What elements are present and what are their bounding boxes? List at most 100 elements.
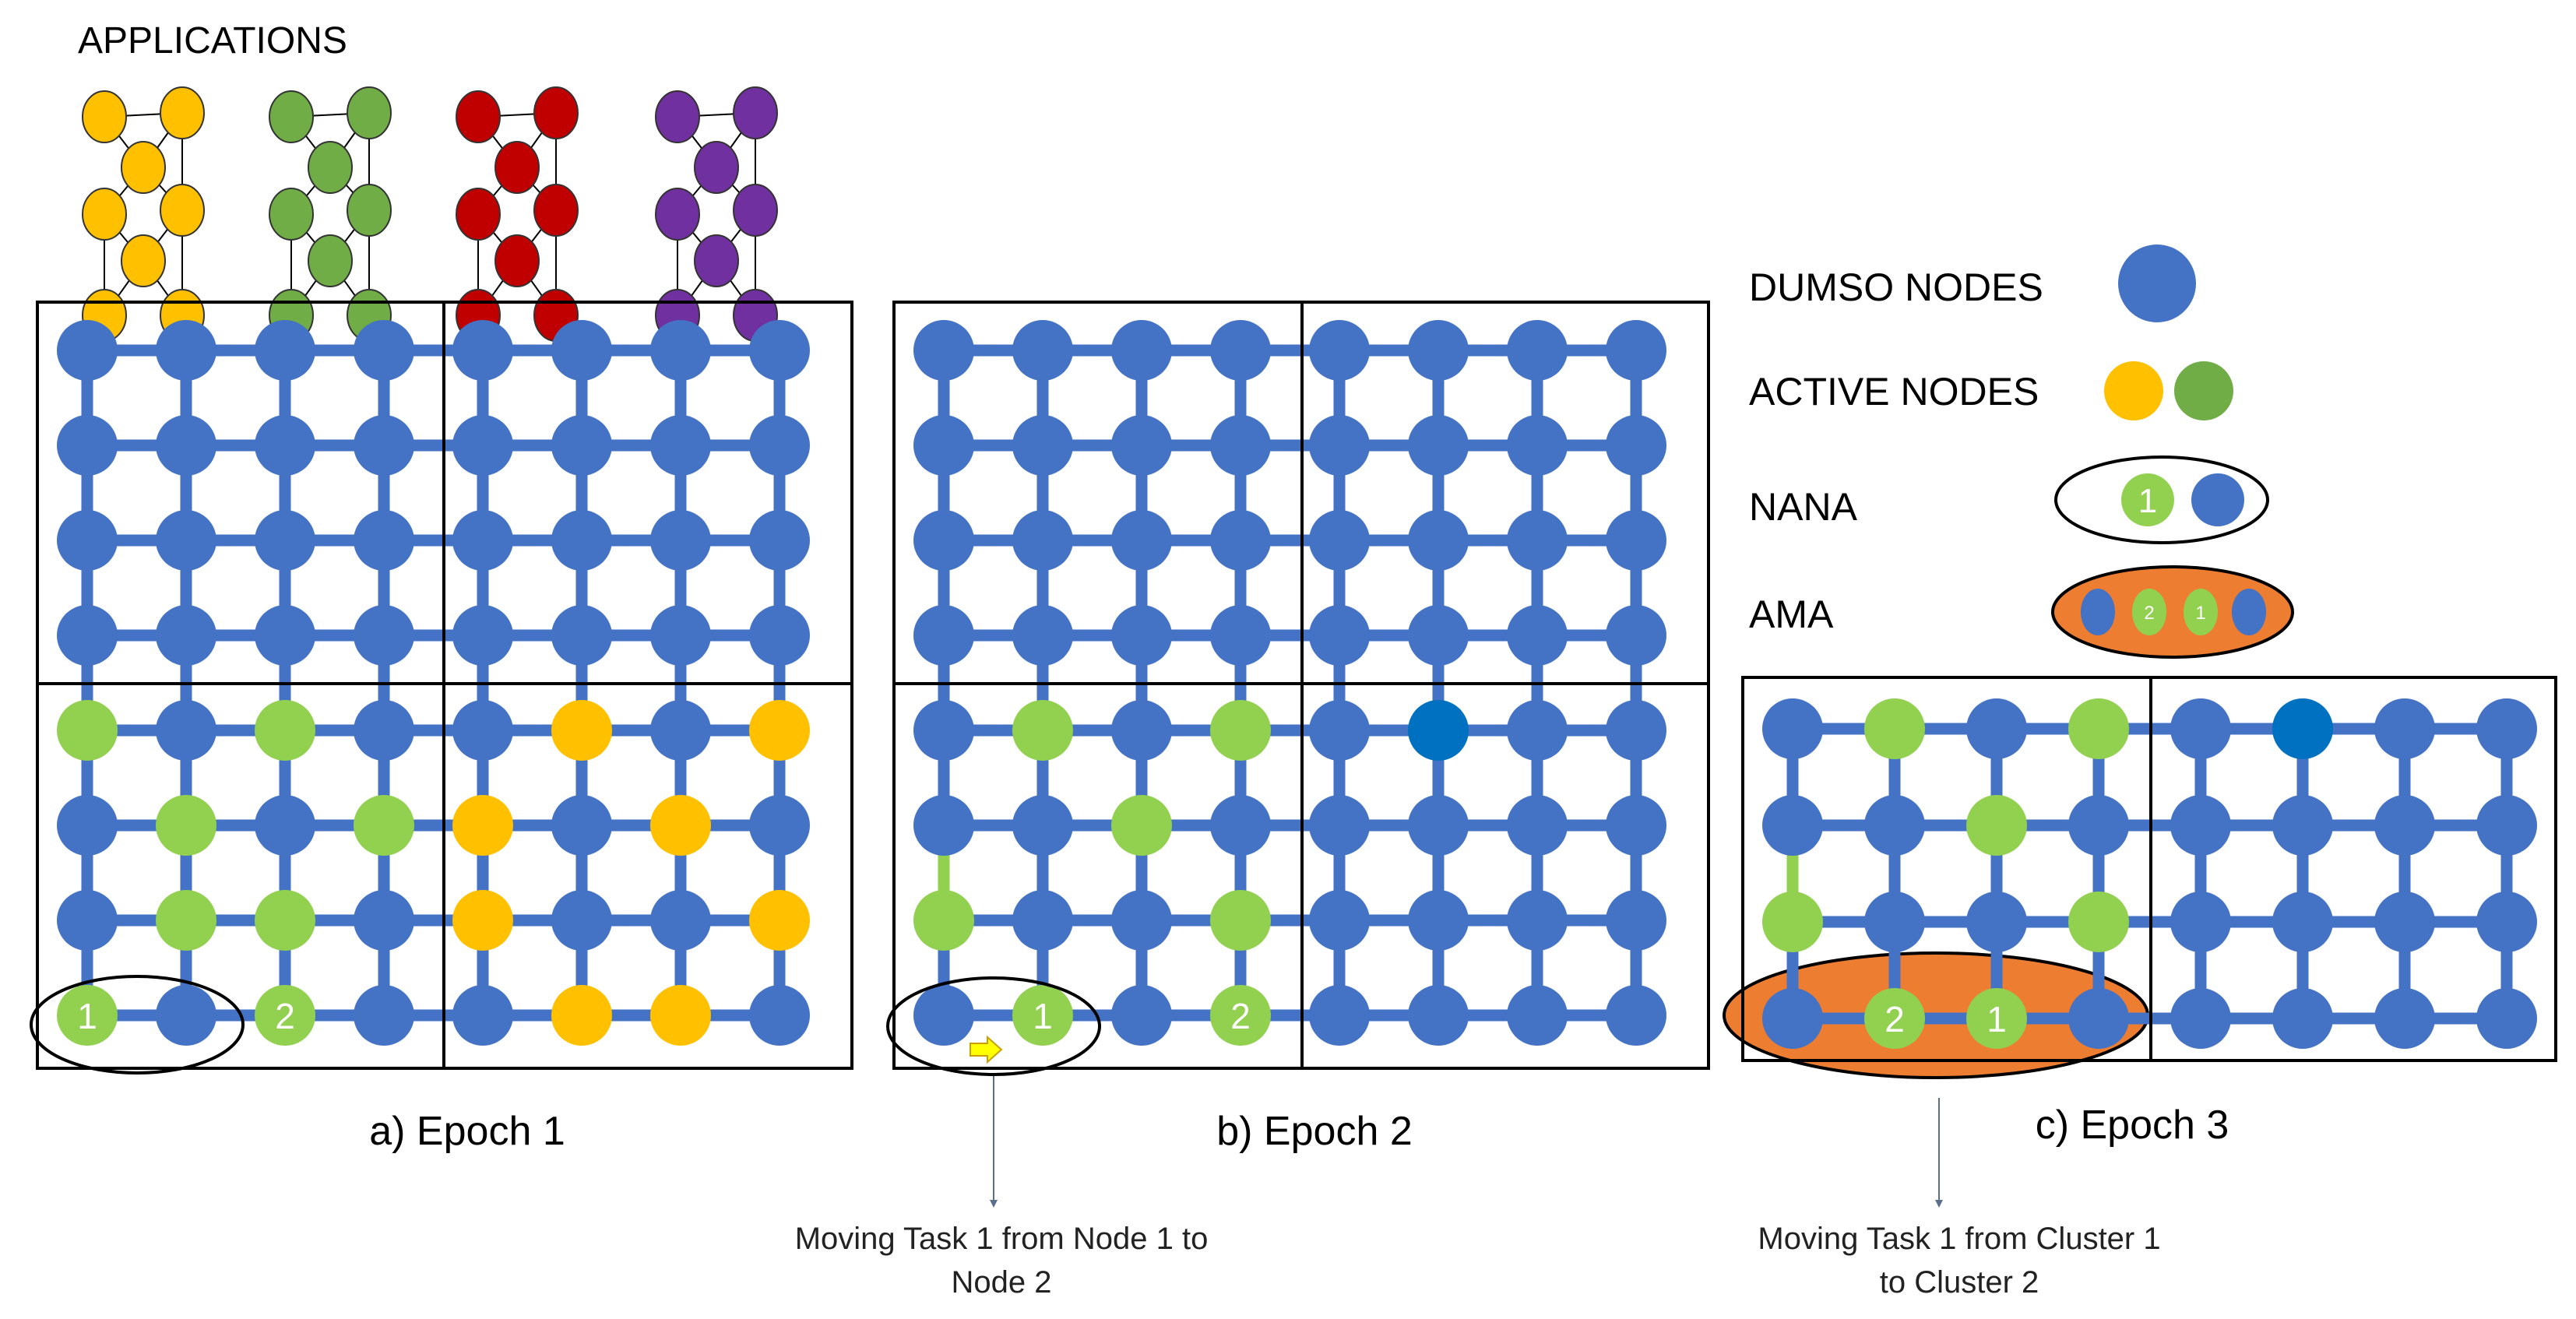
dumso-node [452, 510, 513, 571]
dumso-node [1111, 890, 1172, 951]
active-node [749, 700, 810, 761]
dumso-node [57, 795, 118, 856]
dumso-node [2068, 795, 2129, 856]
dumso-node [57, 510, 118, 571]
dumso-node [749, 320, 810, 381]
nana-ellipse [886, 976, 1101, 1076]
dumso-node [1408, 890, 1469, 951]
active-node [1864, 988, 1925, 1049]
active-node [1864, 698, 1925, 759]
dumso-node [1966, 892, 2027, 952]
dumso-node [1309, 510, 1370, 571]
application-task-node [494, 141, 540, 194]
active-node [156, 890, 216, 951]
dumso-node [1606, 985, 1666, 1046]
dumso-node [1309, 415, 1370, 476]
dumso-node [1966, 698, 2027, 759]
dumso-node [156, 700, 216, 761]
dumso-node [913, 605, 974, 666]
dumso-node [1606, 415, 1666, 476]
dumso-node [1111, 320, 1172, 381]
application-task-node [456, 90, 501, 143]
dumso-node [913, 985, 974, 1046]
dumso-node [1606, 605, 1666, 666]
active-node [1210, 985, 1271, 1046]
application-green [269, 86, 392, 342]
active-node [1210, 700, 1271, 761]
annotation-epoch-2-line-1: Moving Task 1 from Node 1 to [795, 1222, 1209, 1256]
legend-active-node-green [2174, 361, 2233, 420]
dumso-node [749, 415, 810, 476]
legend-active-node-yellow [2104, 361, 2163, 420]
task-number-label: 1 [77, 996, 97, 1036]
legend-active-label: ACTIVE NODES [1749, 370, 2039, 413]
dumso-node [2272, 892, 2333, 952]
dumso-node [913, 510, 974, 571]
dumso-node [1507, 415, 1568, 476]
legend-ama-ellipse [2051, 565, 2294, 659]
dumso-node [2374, 988, 2435, 1049]
task-number-label: 2 [275, 996, 295, 1036]
dumso-node [551, 605, 612, 666]
active-node [2068, 892, 2129, 952]
application-task-node [733, 184, 778, 237]
dumso-node [1606, 700, 1666, 761]
dumso-node [551, 415, 612, 476]
active-node [57, 700, 118, 761]
dumso-node [354, 320, 414, 381]
dumso-node [1012, 320, 1073, 381]
application-task-node [456, 188, 501, 241]
annotation-arrowhead-epoch-3 [1935, 1200, 1943, 1208]
dumso-node [354, 985, 414, 1046]
annotation-epoch-2-line-2: Node 2 [952, 1265, 1052, 1300]
application-task-node [694, 234, 739, 287]
dumso-node [1210, 795, 1271, 856]
active-node [650, 985, 711, 1046]
dumso-node [156, 320, 216, 381]
dumso-node [255, 415, 315, 476]
dumso-node [1408, 415, 1469, 476]
dumso-node [354, 605, 414, 666]
legend-dumso-label: DUMSO NODES [1749, 266, 2043, 309]
dumso-node [1606, 890, 1666, 951]
dumso-node [1408, 320, 1469, 381]
dumso-node [650, 510, 711, 571]
active-node [255, 700, 315, 761]
legend-nana-dumso-node [2191, 473, 2244, 526]
dumso-node [156, 605, 216, 666]
dumso-node [2170, 698, 2231, 759]
annotation-arrowhead-epoch-2 [990, 1200, 998, 1208]
application-task-node [494, 234, 540, 287]
active-node [354, 795, 414, 856]
dumso-node [551, 510, 612, 571]
active-node [551, 700, 612, 761]
active-node [1111, 795, 1172, 856]
active-node [57, 985, 118, 1046]
application-task-node [533, 86, 579, 139]
application-task-node [308, 141, 353, 194]
dumso-node [551, 320, 612, 381]
dumso-node [1111, 415, 1172, 476]
dumso-node [1507, 985, 1568, 1046]
dumso-node [354, 700, 414, 761]
dumso-node [57, 320, 118, 381]
active-node [551, 985, 612, 1046]
dumso-node [1210, 510, 1271, 571]
dumso-node [913, 700, 974, 761]
dumso-node [1507, 320, 1568, 381]
caption-epoch-1: a) Epoch 1 [369, 1109, 565, 1154]
dumso-node [156, 415, 216, 476]
active-node [749, 890, 810, 951]
dumso-node [1606, 510, 1666, 571]
application-task-node [694, 141, 739, 194]
legend-ama-node-2 [2132, 589, 2166, 635]
caption-epoch-2: b) Epoch 2 [1216, 1109, 1413, 1154]
legend-ama-node-4 [2232, 589, 2266, 635]
dumso-node [2476, 988, 2537, 1049]
dumso-node [452, 605, 513, 666]
dumso-node [452, 985, 513, 1046]
dumso-node [1864, 795, 1925, 856]
application-task-node [269, 90, 314, 143]
dumso-node [255, 320, 315, 381]
